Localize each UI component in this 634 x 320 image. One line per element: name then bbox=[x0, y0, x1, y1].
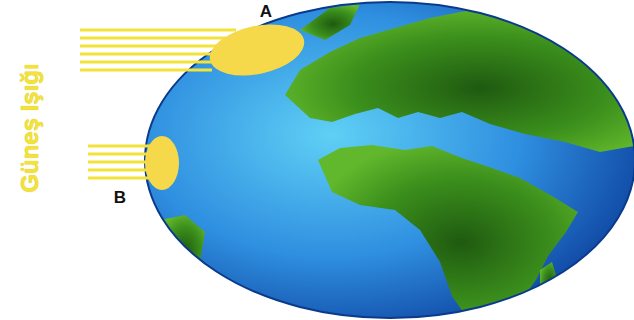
point-label: B bbox=[114, 188, 126, 208]
sunlit-area-a bbox=[205, 17, 309, 84]
sun-rays-b bbox=[88, 146, 152, 178]
point-label: A bbox=[260, 2, 272, 22]
sunlit-area-b bbox=[145, 136, 179, 190]
sunlight-label: Güneş Işığı bbox=[16, 63, 44, 192]
